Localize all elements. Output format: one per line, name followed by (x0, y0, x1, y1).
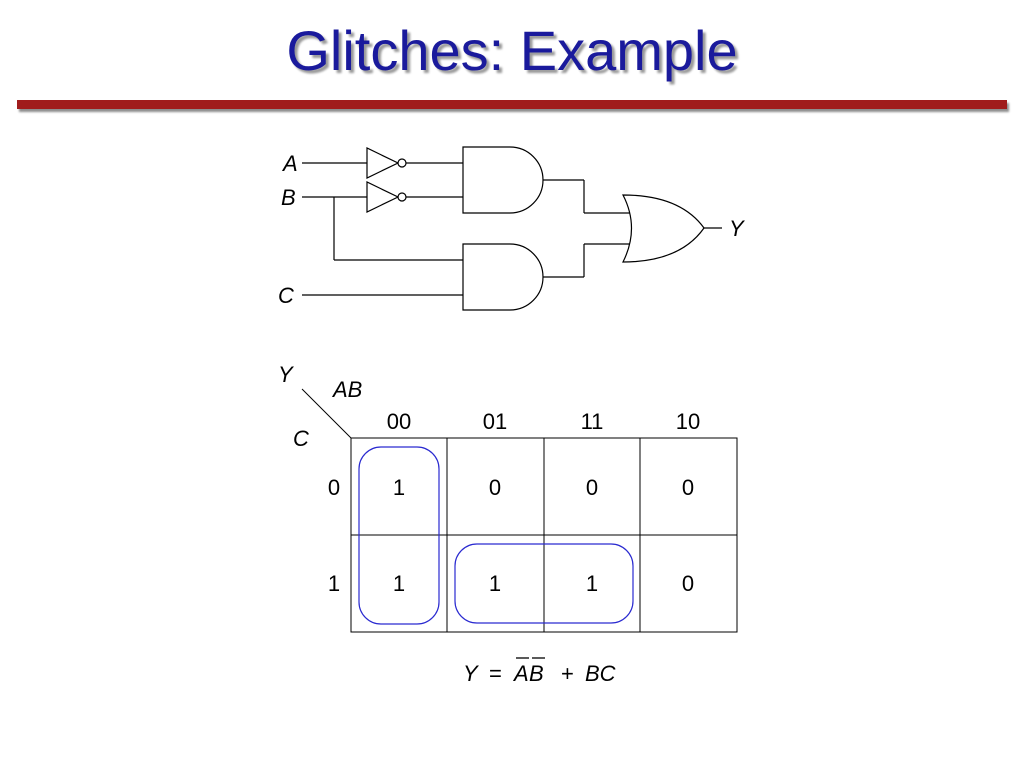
kmap-cell: 0 (586, 475, 598, 500)
equation-b-bar: B (529, 661, 544, 686)
equation-term-bc: BC (585, 661, 616, 686)
slide-title: Glitches: Example (286, 19, 738, 82)
kmap-group-bc (454, 543, 634, 624)
kmap-cell: 1 (393, 571, 405, 596)
karnaugh-map: Y AB C 00 01 11 10 0 1 1 0 0 0 1 (278, 362, 738, 633)
kmap-row-variable: C (293, 426, 309, 451)
kmap-col-header: 01 (483, 409, 507, 434)
inverter-a-bubble (397, 158, 407, 168)
input-label-c: C (278, 283, 294, 308)
title-divider (17, 100, 1007, 109)
kmap-row-header: 1 (328, 571, 340, 596)
inverter-b-bubble (397, 192, 407, 202)
or-gate (622, 194, 705, 263)
kmap-column-variables: AB (331, 377, 362, 402)
kmap-cell: 0 (682, 475, 694, 500)
kmap-group-abar-bbar (358, 446, 440, 625)
kmap-row-header: 0 (328, 475, 340, 500)
kmap-cell: 1 (393, 475, 405, 500)
equation-equals: = (489, 661, 502, 686)
kmap-corner-diagonal (301, 388, 352, 439)
input-label-a: A (281, 151, 298, 176)
kmap-output-label: Y (278, 362, 294, 387)
kmap-cell: 0 (489, 475, 501, 500)
kmap-cell: 1 (586, 571, 598, 596)
equation-lhs: Y (463, 661, 479, 686)
output-label-y: Y (729, 216, 745, 241)
boolean-equation: Y = A B + BC (463, 657, 616, 686)
kmap-col-header: 10 (676, 409, 700, 434)
kmap-cell: 0 (682, 571, 694, 596)
and-gate-1 (462, 146, 544, 214)
inverter-a (366, 147, 400, 179)
equation-a-bar: A (512, 661, 529, 686)
kmap-col-header: 00 (387, 409, 411, 434)
and-gate-2 (462, 243, 544, 311)
circuit-schematic (302, 146, 722, 311)
kmap-cell: 1 (489, 571, 501, 596)
kmap-col-header: 11 (581, 409, 604, 434)
equation-plus: + (561, 661, 574, 686)
inverter-b (366, 181, 400, 213)
input-label-b: B (281, 185, 296, 210)
